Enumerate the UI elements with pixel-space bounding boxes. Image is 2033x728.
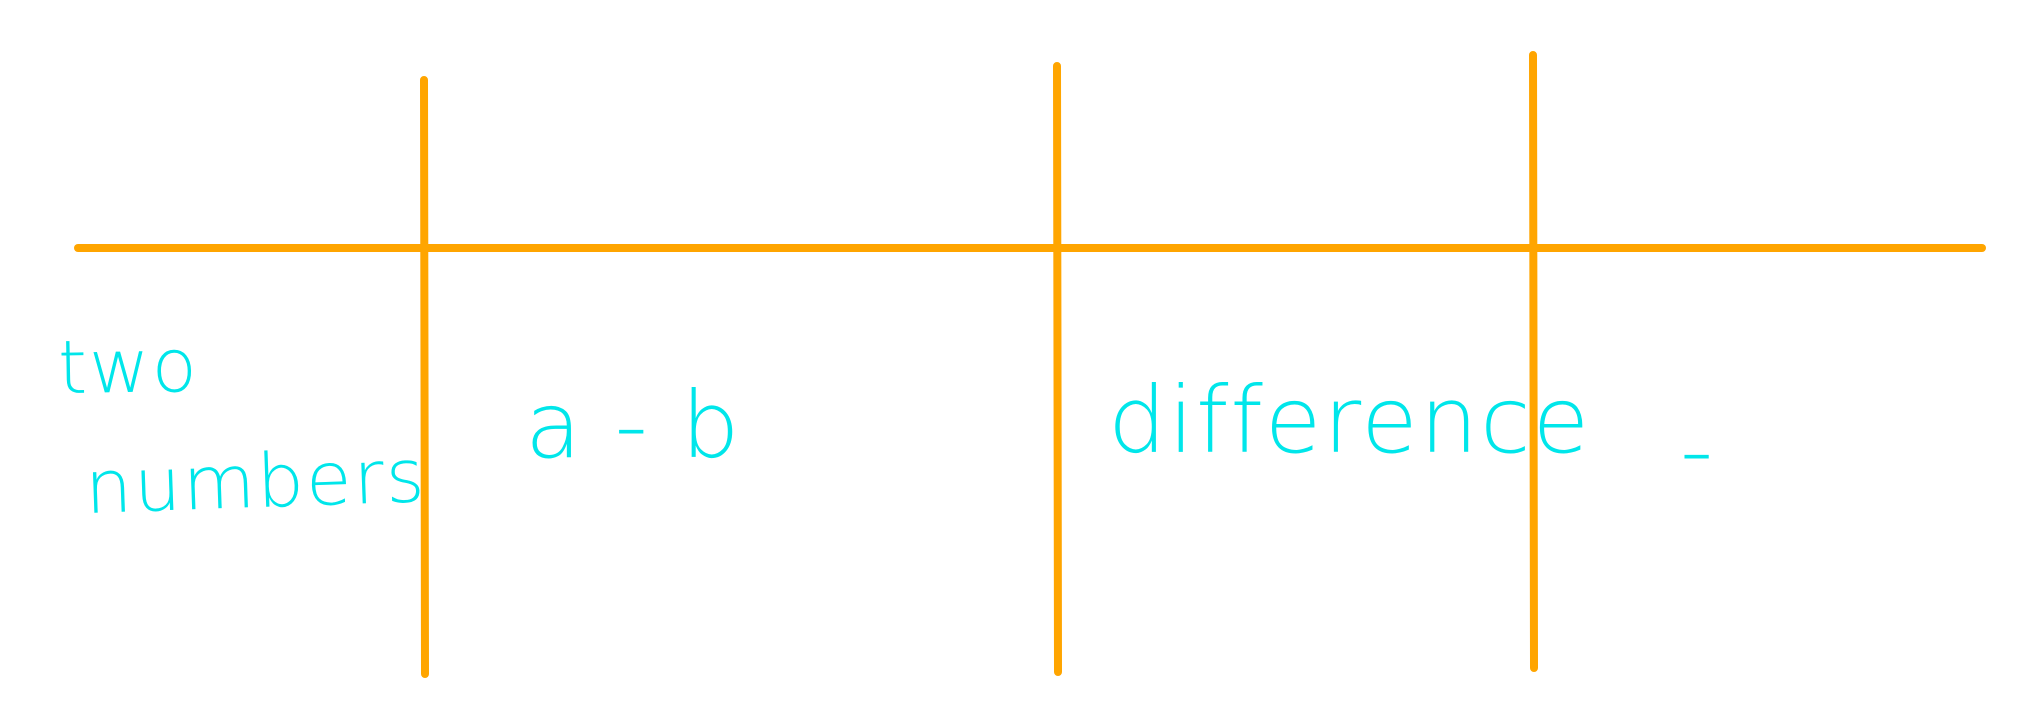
- cell-two-label: two: [57, 322, 200, 412]
- cell-expression: a - b: [525, 372, 742, 479]
- column-divider-2: [1053, 62, 1062, 676]
- cell-difference-label: difference: [1108, 367, 1592, 474]
- column-divider-3: [1529, 51, 1538, 672]
- column-divider-1: [420, 76, 429, 678]
- cell-numbers-label: numbers: [83, 433, 428, 531]
- cell-minus-symbol: -: [1680, 397, 1716, 504]
